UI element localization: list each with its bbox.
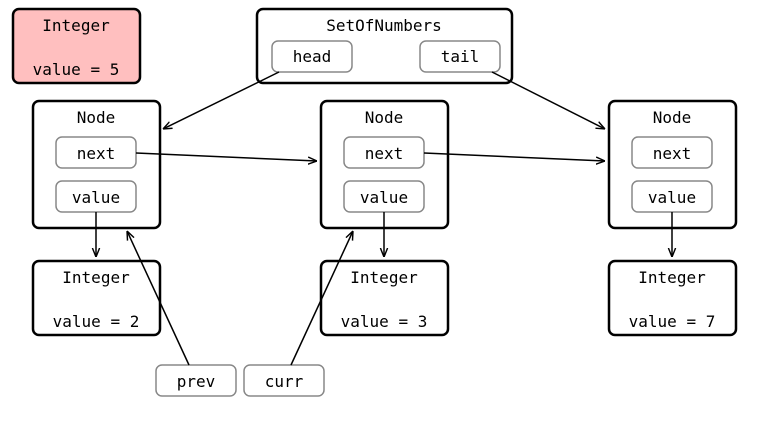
tail-field — [419, 40, 501, 73]
integer-3-box: Integer value = 3 — [319, 259, 450, 337]
node-3-next-label: next — [653, 144, 692, 163]
node-1-value-label: value — [72, 188, 120, 207]
node-3-next-field — [631, 136, 713, 169]
curr-field — [243, 364, 325, 397]
set-of-numbers-box: SetOfNumbers head tail — [255, 7, 514, 85]
set-of-numbers-title: SetOfNumbers — [326, 16, 442, 35]
integer-3-value: value = 3 — [341, 312, 428, 331]
integer-3-title: Integer — [350, 268, 418, 287]
integer-5-title: Integer — [42, 16, 110, 35]
tail-label: tail — [441, 47, 480, 66]
integer-2-box: Integer value = 2 — [31, 259, 162, 337]
integer-7-value: value = 7 — [629, 312, 716, 331]
node-2-box: Node next value — [319, 99, 450, 230]
arrow-node-1-next — [135, 152, 317, 161]
integer-5-value: value = 5 — [33, 60, 120, 79]
curr-label: curr — [265, 372, 304, 391]
prev-pointer: prev — [155, 364, 237, 397]
head-label: head — [293, 47, 332, 66]
node-2-value-label: value — [360, 188, 408, 207]
node-2-next-label: next — [365, 144, 404, 163]
node-1-next-field — [55, 136, 137, 169]
integer-7-title: Integer — [638, 268, 706, 287]
integer-2-rect — [31, 259, 162, 337]
arrow-head-to-node-1 — [163, 71, 280, 129]
integer-5-rect — [11, 7, 142, 85]
curr-pointer: curr — [243, 364, 325, 397]
head-field — [271, 40, 353, 73]
node-1-title: Node — [77, 108, 116, 127]
integer-7-box: Integer value = 7 — [607, 259, 738, 337]
prev-field — [155, 364, 237, 397]
node-1-box: Node next value — [31, 99, 162, 230]
node-1-next-label: next — [77, 144, 116, 163]
node-3-box: Node next value — [607, 99, 738, 230]
arrow-node-2-next — [423, 152, 605, 161]
integer-5-box: Integer value = 5 — [11, 7, 142, 85]
node-3-title: Node — [653, 108, 692, 127]
node-3-value-label: value — [648, 188, 696, 207]
arrow-tail-to-node-3 — [491, 71, 605, 129]
node-2-next-field — [343, 136, 425, 169]
integer-3-rect — [319, 259, 450, 337]
integer-7-rect — [607, 259, 738, 337]
prev-label: prev — [177, 372, 216, 391]
integer-2-value: value = 2 — [53, 312, 140, 331]
integer-2-title: Integer — [62, 268, 130, 287]
arrow-curr-to-node-2 — [290, 231, 353, 366]
arrow-prev-to-node-1 — [127, 231, 190, 366]
arrows — [96, 71, 672, 366]
node-2-title: Node — [365, 108, 404, 127]
